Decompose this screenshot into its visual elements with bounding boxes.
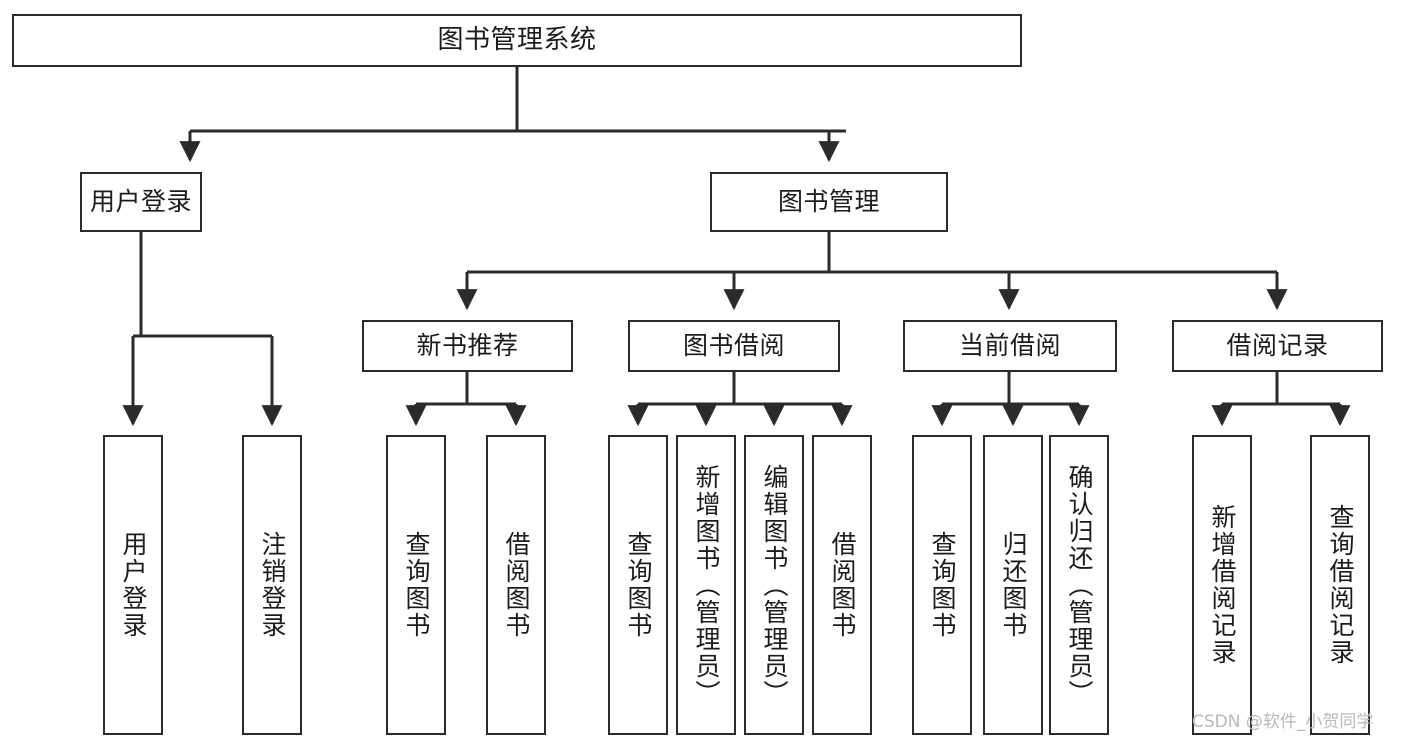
node-root-system[interactable]: 图书管理系统 xyxy=(12,14,1022,67)
node-user-login[interactable]: 用户登录 xyxy=(80,172,202,232)
node-label: 归还图书 xyxy=(999,531,1028,639)
node-new-book-recommend[interactable]: 新书推荐 xyxy=(362,320,573,372)
node-borrow-records[interactable]: 借阅记录 xyxy=(1172,320,1383,372)
node-book-management[interactable]: 图书管理 xyxy=(710,172,948,232)
node-leaf-borrow-book-recommend[interactable]: 借阅图书 xyxy=(486,435,546,735)
node-leaf-query-borrow-record[interactable]: 查询借阅记录 xyxy=(1310,435,1370,735)
node-leaf-query-book-borrow[interactable]: 查询图书 xyxy=(608,435,668,735)
node-label: 编辑图书（管理员） xyxy=(760,463,789,707)
node-leaf-confirm-return-admin[interactable]: 确认归还（管理员） xyxy=(1049,435,1109,735)
node-current-borrow[interactable]: 当前借阅 xyxy=(903,320,1117,372)
node-book-borrow[interactable]: 图书借阅 xyxy=(628,320,840,372)
node-label: 借阅图书 xyxy=(828,531,857,639)
node-leaf-user-logout[interactable]: 注销登录 xyxy=(242,435,302,735)
node-leaf-return-book[interactable]: 归还图书 xyxy=(983,435,1043,735)
node-label: 注销登录 xyxy=(258,531,287,639)
node-label: 新书推荐 xyxy=(416,331,519,361)
node-label: 查询图书 xyxy=(624,531,653,639)
node-label: 借阅图书 xyxy=(502,531,531,639)
node-label: 查询图书 xyxy=(928,531,957,639)
node-label: 查询借阅记录 xyxy=(1326,504,1355,666)
node-leaf-borrow-book[interactable]: 借阅图书 xyxy=(812,435,872,735)
node-leaf-query-book-recommend[interactable]: 查询图书 xyxy=(386,435,446,735)
node-label: 用户登录 xyxy=(89,187,192,217)
node-label: 新增借阅记录 xyxy=(1208,504,1237,666)
node-label: 图书管理系统 xyxy=(437,25,597,56)
csdn-watermark: CSDN @软件_小贺同学 xyxy=(1192,712,1374,732)
node-label: 借阅记录 xyxy=(1226,331,1329,361)
node-label: 用户登录 xyxy=(119,531,148,639)
node-label: 确认归还（管理员） xyxy=(1065,463,1094,707)
node-leaf-edit-book-admin[interactable]: 编辑图书（管理员） xyxy=(744,435,804,735)
node-leaf-add-borrow-record[interactable]: 新增借阅记录 xyxy=(1192,435,1252,735)
node-label: 图书管理 xyxy=(777,187,880,217)
node-leaf-query-book-current[interactable]: 查询图书 xyxy=(912,435,972,735)
node-leaf-user-login[interactable]: 用户登录 xyxy=(103,435,163,735)
node-label: 新增图书（管理员） xyxy=(692,463,721,707)
node-leaf-add-book-admin[interactable]: 新增图书（管理员） xyxy=(676,435,736,735)
node-label: 查询图书 xyxy=(402,531,431,639)
node-label: 当前借阅 xyxy=(958,331,1061,361)
node-label: 图书借阅 xyxy=(682,331,785,361)
